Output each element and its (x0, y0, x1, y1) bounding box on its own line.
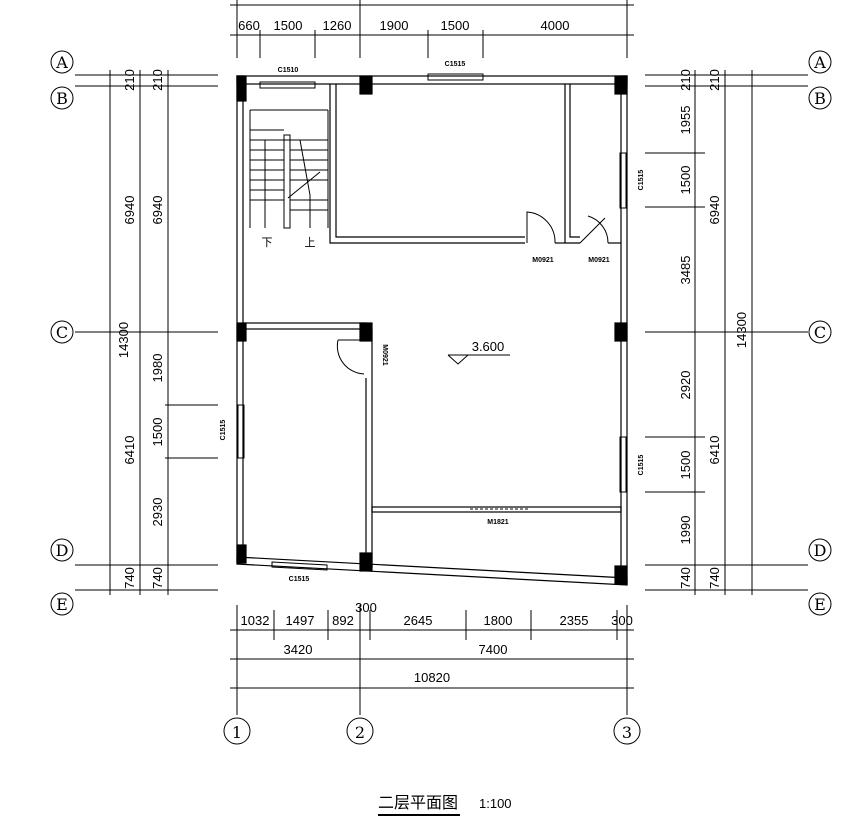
axis-label-E: E (56, 595, 68, 614)
dim: 300 (355, 600, 377, 615)
dim: 210 (707, 69, 722, 91)
label-c1515-top: C1515 (445, 61, 466, 68)
axis-label-E: E (814, 595, 826, 614)
level-value: 3.600 (472, 339, 505, 354)
axis-label-D: D (56, 541, 69, 560)
axis-label-A: A (813, 53, 826, 72)
dim: 300 (611, 613, 633, 628)
dim: 740 (150, 567, 165, 589)
right-dimensions: 210 1955 1500 3485 2920 1500 1990 740 21… (645, 69, 753, 595)
dim: 3420 (284, 642, 313, 657)
bottom-dimensions: 1032 1497 892 300 2645 1800 2355 300 342… (223, 600, 641, 745)
dim: 1980 (150, 354, 165, 383)
axis-label-C: C (56, 323, 68, 342)
label-c1510: C1510 (278, 67, 299, 74)
label-m0921-a: M0921 (532, 257, 554, 264)
axis-label-1: 1 (232, 723, 242, 742)
label-c1515-left: C1515 (220, 420, 227, 441)
stair-up-label: 上 (305, 236, 316, 249)
dim: 1500 (274, 18, 303, 33)
axis-label-B: B (56, 89, 68, 108)
dim: 6410 (122, 436, 137, 465)
dim-bottom-overall: 10820 (414, 670, 450, 685)
dim: 6940 (707, 196, 722, 225)
axis-label-3: 3 (622, 723, 632, 742)
label-m0921-b: M0921 (588, 257, 610, 264)
dim-right-overall: 14300 (734, 312, 749, 348)
axis-label-C: C (814, 323, 826, 342)
axis-label-A: A (55, 53, 68, 72)
drawing-scale: 1:100 (479, 796, 512, 811)
dim-left-overall: 14300 (116, 322, 131, 358)
label-m1821: M1821 (487, 519, 509, 526)
row-axes: A B C D E A B C D E (50, 50, 832, 616)
dim: 2930 (150, 498, 165, 527)
stair-down-label: 下 (262, 236, 273, 249)
walls (236, 75, 628, 586)
dim: 1500 (678, 451, 693, 480)
dim: 3485 (678, 256, 693, 285)
dim: 1500 (441, 18, 470, 33)
dim: 7400 (479, 642, 508, 657)
drawing-name: 二层平面图 (378, 793, 458, 812)
label-c1515-right-1: C1515 (638, 170, 645, 191)
openings: C1510 C1515 C1515 C1515 C1515 C1515 M092… (220, 61, 645, 583)
dim: 740 (678, 567, 693, 589)
drawing-title: 二层平面图 1:100 (378, 793, 512, 816)
top-dimensions: 3420 7400 660 1500 1260 1900 1500 4000 (230, 0, 634, 58)
dim: 740 (707, 567, 722, 589)
dim: 740 (122, 567, 137, 589)
dim: 4000 (541, 18, 570, 33)
dim-top-7400: 7400 (479, 0, 508, 3)
dim: 1900 (380, 18, 409, 33)
dim: 1990 (678, 516, 693, 545)
dim: 1955 (678, 106, 693, 135)
label-m0921-c: M0921 (381, 344, 388, 366)
dim: 1032 (241, 613, 270, 628)
dim: 210 (678, 69, 693, 91)
left-dimensions: 14300 210 6940 6410 740 210 6940 1980 15… (109, 69, 218, 595)
level-marker: 3.600 (447, 339, 510, 365)
dim: 1497 (286, 613, 315, 628)
stair-treads (250, 129, 328, 211)
dim: 210 (122, 69, 137, 91)
dim: 6410 (707, 436, 722, 465)
dim-top-3420: 3420 (284, 0, 313, 3)
dim: 1500 (678, 166, 693, 195)
dim: 660 (238, 18, 260, 33)
dim: 1800 (484, 613, 513, 628)
dim: 2645 (404, 613, 433, 628)
dim: 892 (332, 613, 354, 628)
axis-label-2: 2 (355, 723, 365, 742)
axis-label-B: B (814, 89, 826, 108)
dim: 1500 (150, 418, 165, 447)
dim: 210 (150, 69, 165, 91)
dim: 2355 (560, 613, 589, 628)
dim: 2920 (678, 371, 693, 400)
dim: 1260 (323, 18, 352, 33)
label-c1515-bottom: C1515 (289, 576, 310, 583)
dim: 6940 (150, 196, 165, 225)
dim: 6940 (122, 196, 137, 225)
label-c1515-right-2: C1515 (638, 455, 645, 476)
axis-label-D: D (814, 541, 827, 560)
stair: 下 上 (249, 109, 329, 249)
